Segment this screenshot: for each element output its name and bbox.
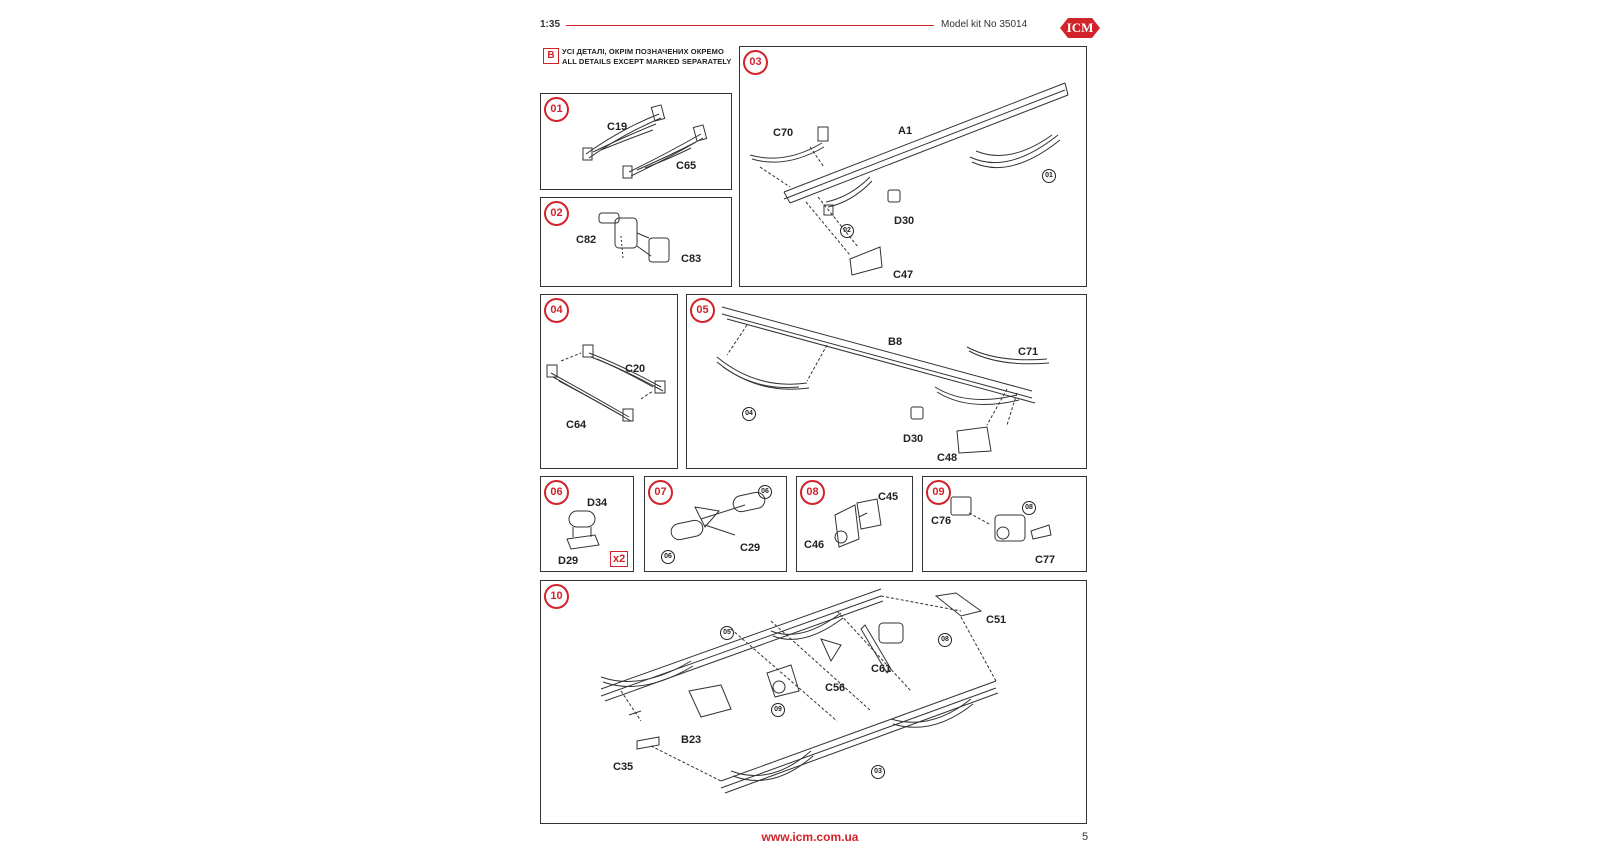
- step-09-panel: 09 C76 C77 08: [922, 476, 1087, 572]
- part-label: C47: [893, 269, 914, 281]
- step-06-number: 06: [544, 480, 569, 505]
- leaf-spring-illustration: [582, 104, 708, 179]
- step-02-panel: 02 C82 C83: [540, 197, 732, 287]
- part-label: D29: [558, 555, 579, 567]
- bracket-illustration: [598, 212, 670, 263]
- part-label: A1: [898, 125, 913, 137]
- frame-rail-illustration: [716, 306, 1050, 454]
- part-label: C77: [1035, 554, 1056, 566]
- step-ref-09: 09: [771, 703, 785, 717]
- part-label: D30: [903, 433, 924, 445]
- step-ref-08: 08: [1022, 501, 1036, 515]
- step-ref-05: 05: [720, 626, 734, 640]
- step-08-panel: 08 C45 C46: [796, 476, 913, 572]
- step-05-number: 05: [690, 298, 715, 323]
- axle-bracket-illustration: [834, 498, 882, 548]
- frame-rail-illustration: [749, 82, 1069, 276]
- step-ref-08: 08: [938, 633, 952, 647]
- icm-logo: ICM: [1058, 14, 1114, 47]
- shock-assembly-illustration: [670, 491, 766, 541]
- part-label: C70: [773, 127, 794, 139]
- part-label: C35: [613, 761, 634, 773]
- step-03-panel: 03 C70 A1 D30 C47 01 02: [739, 46, 1087, 287]
- quantity-x2-badge: x2: [610, 551, 629, 567]
- part-label: C29: [740, 542, 761, 554]
- step-04-panel: 04 C20 C64: [540, 294, 678, 469]
- step-ref-01: 01: [1042, 169, 1056, 183]
- bracket-assembly-illustration: [950, 496, 1052, 542]
- part-label: C71: [1018, 346, 1039, 358]
- parts-sprue-badge: B: [543, 48, 559, 64]
- header-rule: [566, 25, 934, 26]
- step-09-number: 09: [926, 480, 951, 505]
- part-label: B23: [681, 734, 702, 746]
- part-label: D30: [894, 215, 915, 227]
- scale-label: 1:35: [540, 19, 561, 30]
- step-01-number: 01: [544, 97, 569, 122]
- step-ref-04: 04: [742, 407, 756, 421]
- step-07-panel: 07 C29 06 06: [644, 476, 787, 572]
- part-label: D34: [587, 497, 608, 509]
- part-label: C64: [566, 419, 587, 431]
- note-en: ALL DETAILS EXCEPT MARKED SEPARATELY: [562, 57, 732, 66]
- part-label: C83: [681, 253, 702, 265]
- part-label: C20: [625, 363, 646, 375]
- step-02-number: 02: [544, 201, 569, 226]
- model-kit-number: Model kit No 35014: [941, 19, 1028, 30]
- step-ref-02: 02: [840, 224, 854, 238]
- part-label: C56: [825, 682, 846, 694]
- website-link[interactable]: www.icm.com.ua: [761, 830, 859, 844]
- step-10-panel: 10 C51 C61 C56 B23 C35 05 08 09 03: [540, 580, 1087, 824]
- step-05-panel: 05 B8 C71 D30 C48 04: [686, 294, 1087, 469]
- step-ref-03: 03: [871, 765, 885, 779]
- part-label: C65: [676, 160, 697, 172]
- part-label: C19: [607, 121, 628, 133]
- step-06-panel: 06 D34 D29 x2: [540, 476, 634, 572]
- part-label: C51: [986, 614, 1007, 626]
- part-label: C46: [804, 539, 825, 551]
- step-10-number: 10: [544, 584, 569, 609]
- step-08-number: 08: [800, 480, 825, 505]
- page-number: 5: [1082, 831, 1089, 843]
- leaf-spring-illustration: [546, 344, 666, 422]
- part-label: C76: [931, 515, 952, 527]
- step-07-number: 07: [648, 480, 673, 505]
- svg-text:ICM: ICM: [1067, 20, 1094, 35]
- step-ref-06: 06: [661, 550, 675, 564]
- part-label: C48: [937, 452, 958, 464]
- part-label: B8: [888, 336, 903, 348]
- step-04-number: 04: [544, 298, 569, 323]
- chassis-assembly-illustration: [600, 588, 999, 794]
- note-ua: УСІ ДЕТАЛІ, ОКРІМ ПОЗНАЧЕНИХ ОКРЕМО: [562, 47, 724, 56]
- part-label: C82: [576, 234, 597, 246]
- part-label: C45: [878, 491, 899, 503]
- shock-absorber-illustration: [566, 510, 600, 550]
- step-03-number: 03: [743, 50, 768, 75]
- step-01-panel: 01 C19 C65: [540, 93, 732, 190]
